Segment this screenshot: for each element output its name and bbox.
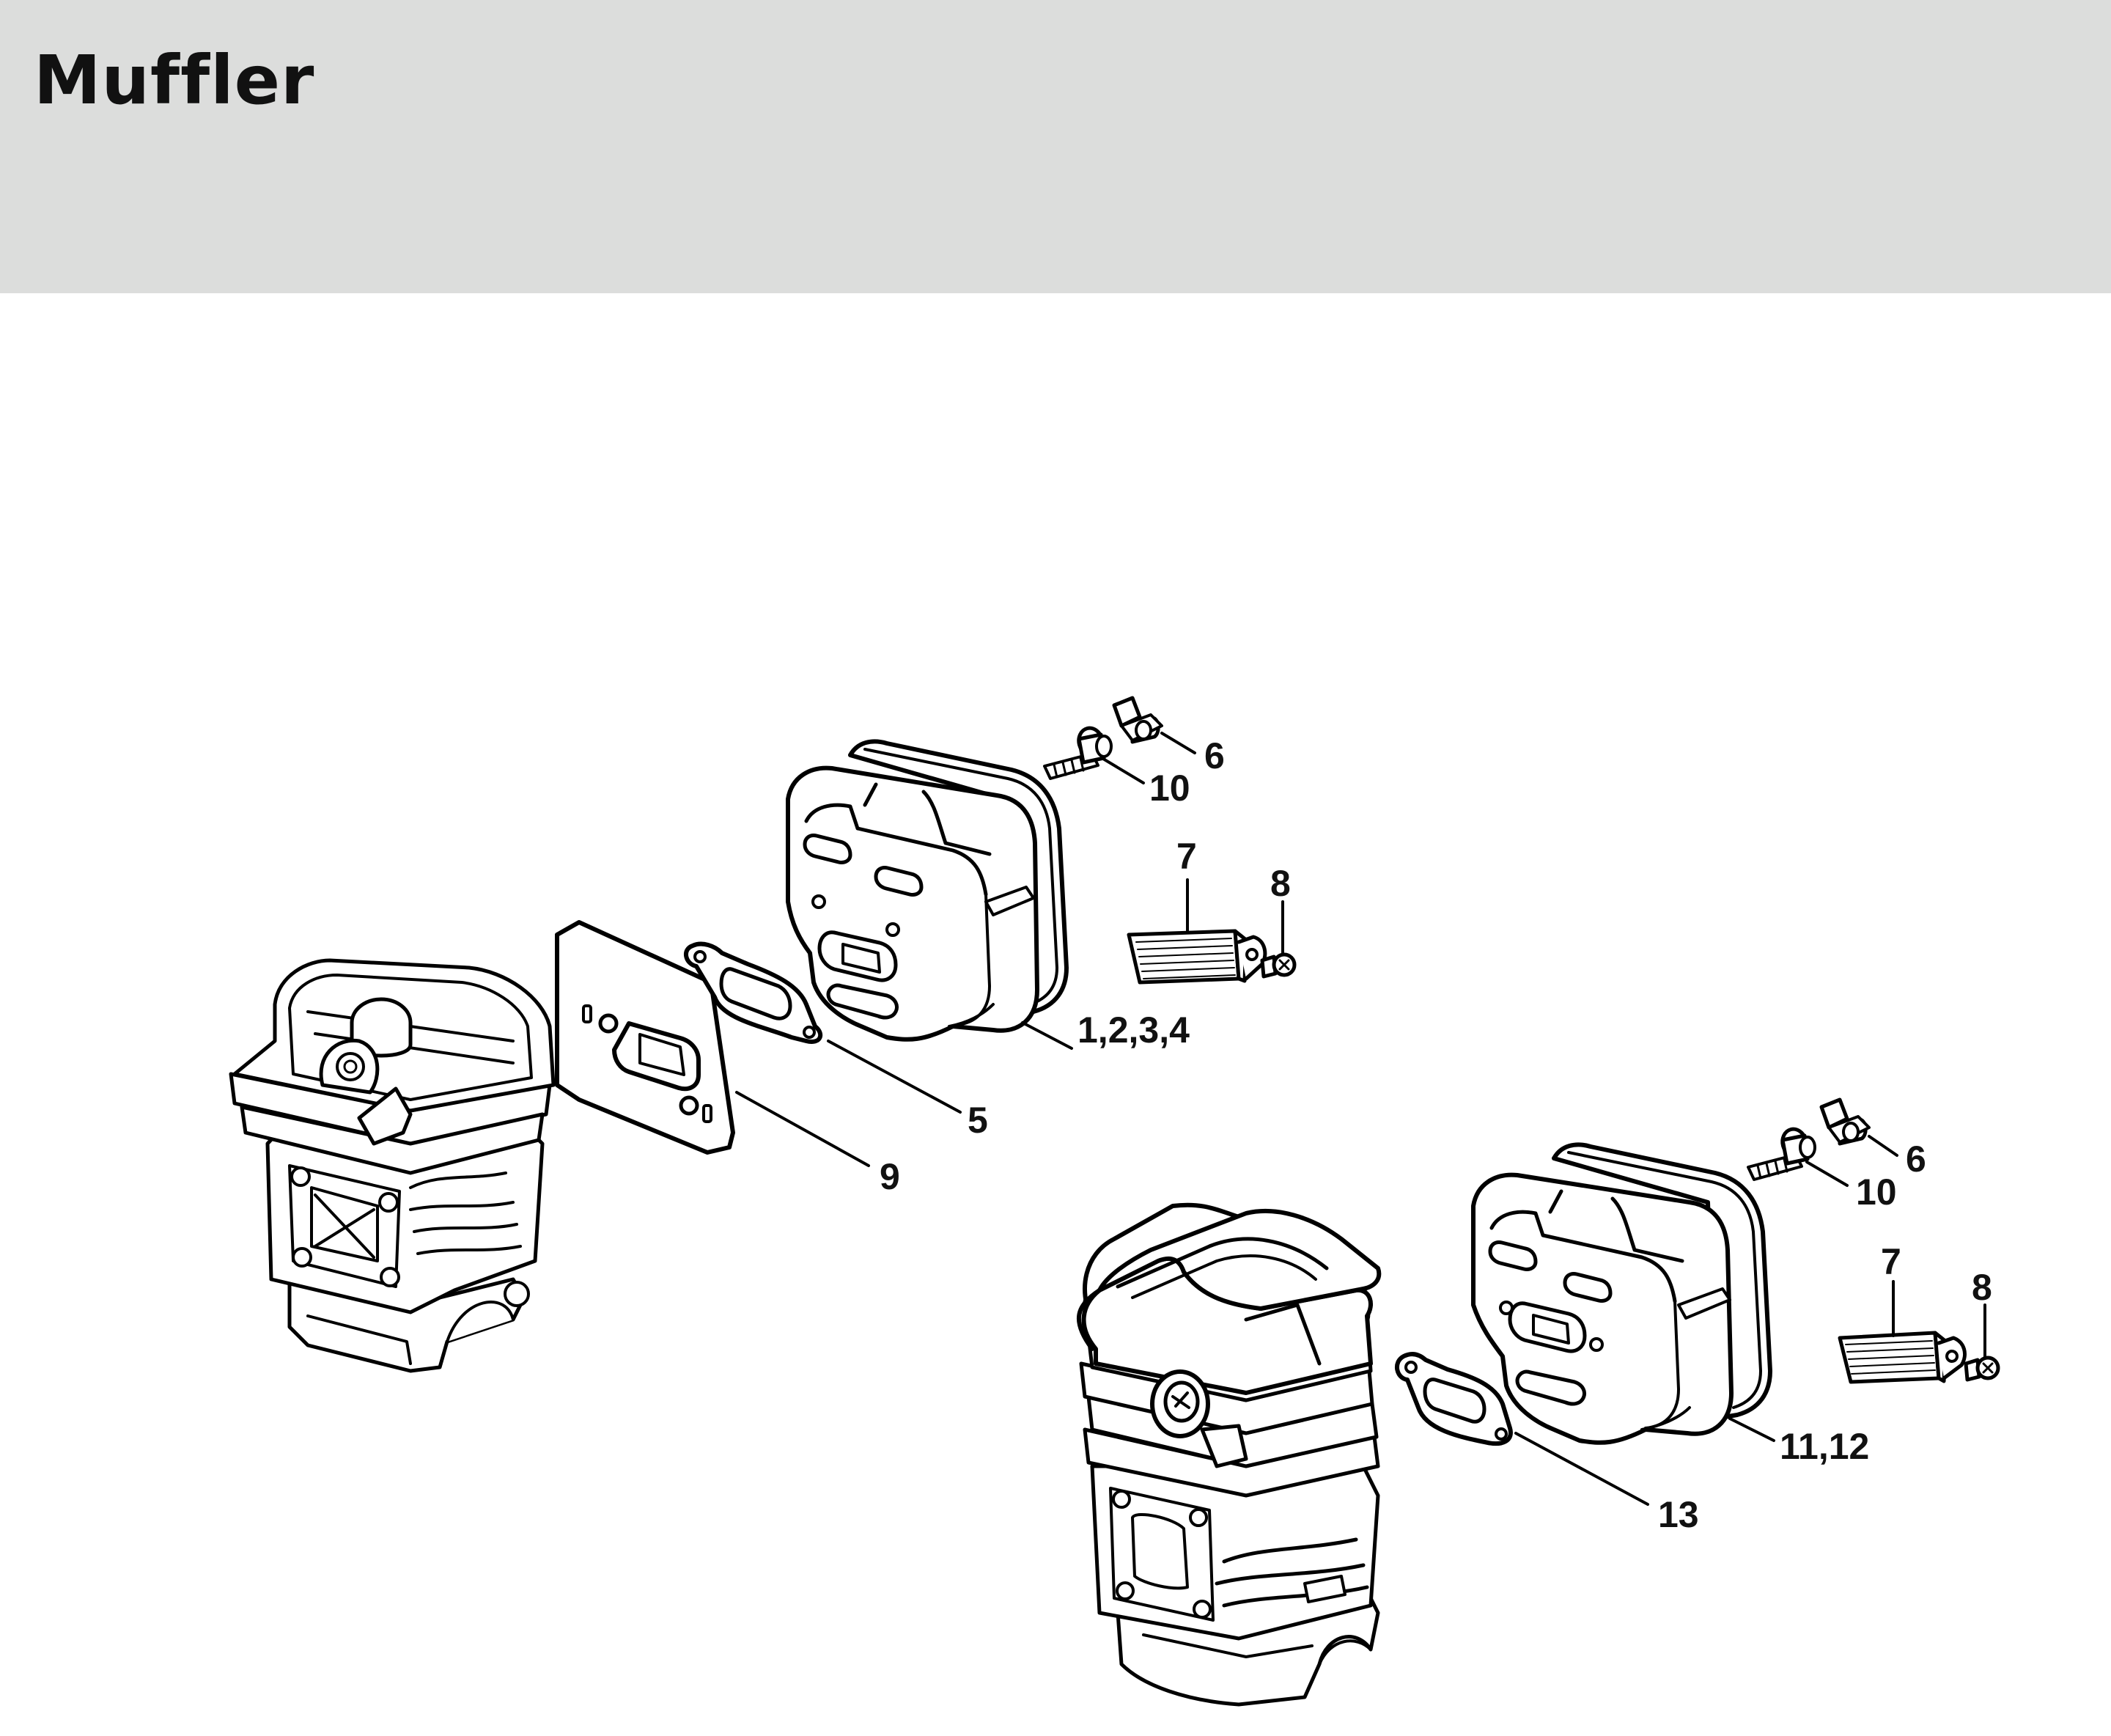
callout-label: 1,2,3,4 bbox=[1077, 1009, 1190, 1051]
callout-labels: 6 10 7 8 1,2,3,4 5 9 6 10 7 8 11,12 13 bbox=[880, 735, 1992, 1535]
clip-part-6-left bbox=[1112, 696, 1163, 744]
leader-6-right bbox=[1868, 1135, 1898, 1157]
leader-13 bbox=[1514, 1432, 1649, 1506]
screw-part-8-right bbox=[1964, 1356, 2000, 1382]
muffler-right-parts-11-12 bbox=[1471, 1142, 1772, 1445]
cooling-plate-part-9 bbox=[555, 920, 735, 1155]
leader-1112 bbox=[1728, 1417, 1775, 1442]
leader-9 bbox=[735, 1091, 870, 1167]
screw-part-10-left bbox=[1043, 726, 1113, 780]
leader-10-left bbox=[1102, 757, 1145, 784]
callout-label: 6 bbox=[1906, 1139, 1926, 1180]
leader-lines bbox=[735, 732, 1986, 1506]
engine-cylinder-right bbox=[1077, 1202, 1382, 1707]
screw-part-8-left bbox=[1260, 952, 1297, 979]
screw-part-10-right bbox=[1747, 1127, 1816, 1181]
leader-6-left bbox=[1160, 732, 1196, 754]
gasket-part-13 bbox=[1395, 1352, 1513, 1446]
callout-label: 11,12 bbox=[1780, 1426, 1869, 1467]
leader-10-right bbox=[1805, 1161, 1849, 1187]
engine-cylinder-left bbox=[229, 958, 556, 1373]
callout-label: 6 bbox=[1204, 735, 1225, 776]
callout-label: 10 bbox=[1149, 768, 1190, 809]
spark-screen-part-7-left bbox=[1127, 929, 1267, 985]
callout-label: 9 bbox=[880, 1156, 900, 1197]
callout-label: 13 bbox=[1658, 1494, 1699, 1535]
leader-1234 bbox=[1021, 1021, 1073, 1050]
gasket-part-5 bbox=[684, 941, 823, 1044]
page-title: Muffler bbox=[34, 41, 315, 119]
callout-label: 7 bbox=[1176, 836, 1197, 877]
header-bar: Muffler bbox=[0, 0, 2111, 293]
spark-screen-part-7-right bbox=[1838, 1331, 1967, 1384]
callout-label: 5 bbox=[968, 1100, 988, 1141]
callout-label: 7 bbox=[1881, 1241, 1901, 1282]
callout-label: 10 bbox=[1856, 1172, 1897, 1213]
clip-part-6-right bbox=[1819, 1097, 1871, 1146]
callout-label: 8 bbox=[1270, 863, 1291, 904]
muffler-left-parts-1-2-3-4 bbox=[786, 739, 1069, 1042]
callout-label: 8 bbox=[1972, 1267, 1992, 1308]
leader-5 bbox=[827, 1040, 962, 1114]
